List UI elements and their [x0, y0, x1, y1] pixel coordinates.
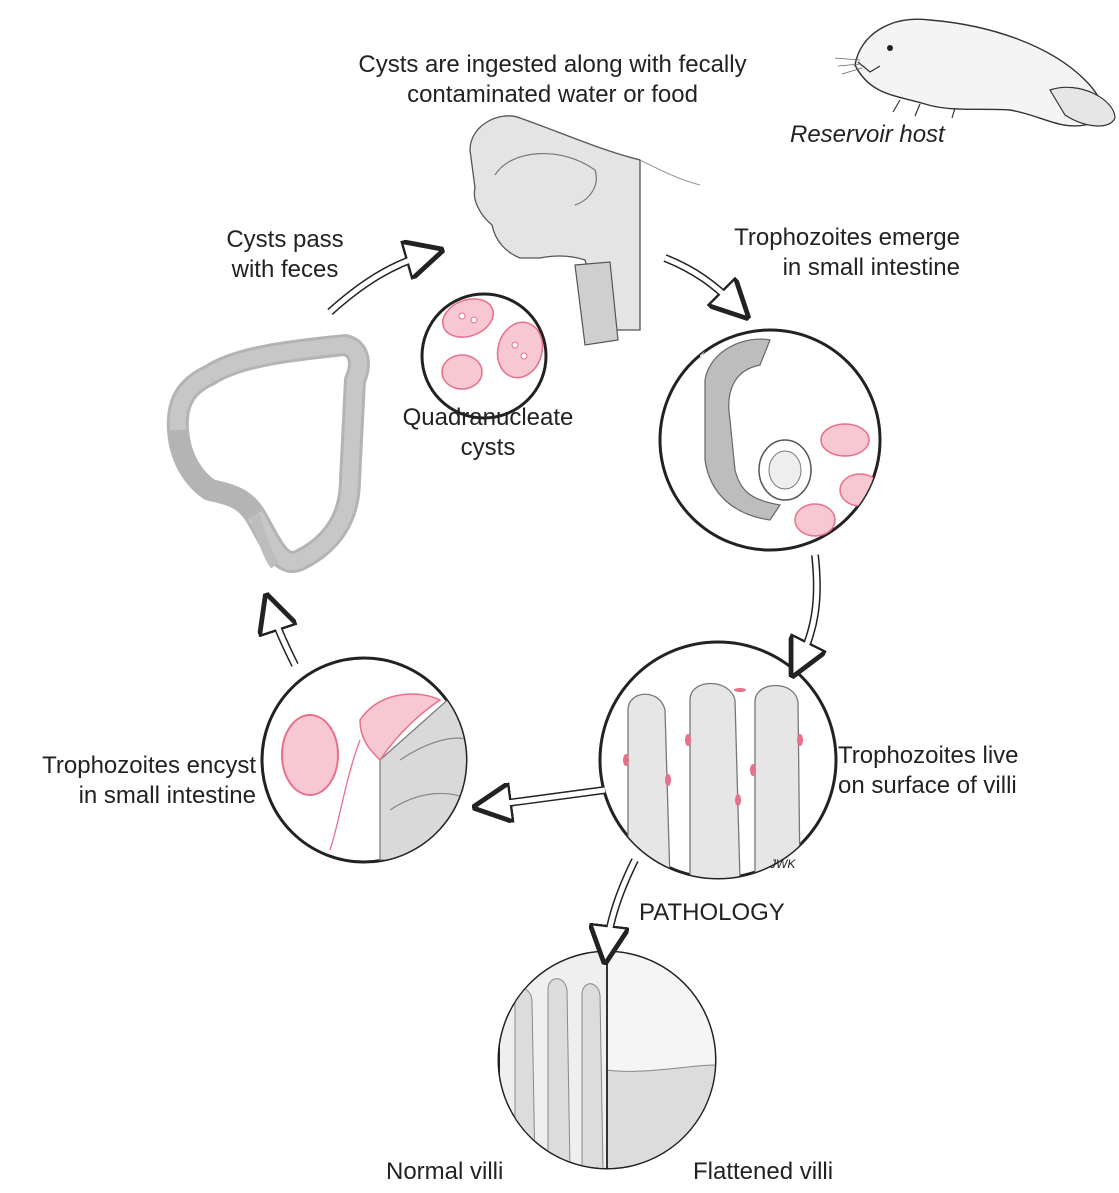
cysts-pass-label-line1: Cysts pass: [205, 225, 365, 255]
trophozoites-emerge-label: Trophozoites emerge in small intestine: [705, 223, 960, 283]
trophozoites-live-label-line2: on surface of villi: [838, 771, 1019, 801]
quadranucleate-label-line2: cysts: [388, 433, 588, 463]
ingest-label-line1: Cysts are ingested along with fecally: [330, 50, 775, 80]
trophozoites-emerge-label-line1: Trophozoites emerge: [705, 223, 960, 253]
quadranucleate-cysts-circle: [422, 292, 548, 418]
cysts-pass-label-line2: with feces: [205, 255, 365, 285]
reservoir-host-label: Reservoir host: [790, 120, 945, 150]
cysts-pass-label: Cysts pass with feces: [205, 225, 365, 285]
trophozoites-encyst-label-line1: Trophozoites encyst: [16, 751, 256, 781]
beaver-illustration: [835, 19, 1115, 126]
pathology-label: PATHOLOGY: [639, 898, 785, 928]
artist-signature: JWK: [770, 857, 795, 871]
encyst-circle: [262, 658, 470, 862]
colon-illustration: [178, 345, 359, 565]
trophozoites-live-label: Trophozoites live on surface of villi: [838, 741, 1019, 801]
normal-villi-label: Normal villi: [386, 1157, 503, 1187]
ingest-label-line2: contaminated water or food: [330, 80, 775, 110]
small-intestine-circle: [660, 300, 900, 550]
pathology-villi-circle: [499, 950, 717, 1170]
trophozoites-emerge-label-line2: in small intestine: [705, 253, 960, 283]
trophozoites-live-label-line1: Trophozoites live: [838, 741, 1019, 771]
flattened-villi-label: Flattened villi: [693, 1157, 833, 1187]
trophozoites-encyst-label-line2: in small intestine: [16, 781, 256, 811]
villi-surface-circle: [600, 642, 836, 880]
ingest-label: Cysts are ingested along with fecally co…: [330, 50, 775, 110]
trophozoites-encyst-label: Trophozoites encyst in small intestine: [16, 751, 256, 811]
quadranucleate-label-line1: Quadranucleate: [388, 403, 588, 433]
quadranucleate-label: Quadranucleate cysts: [388, 403, 588, 463]
